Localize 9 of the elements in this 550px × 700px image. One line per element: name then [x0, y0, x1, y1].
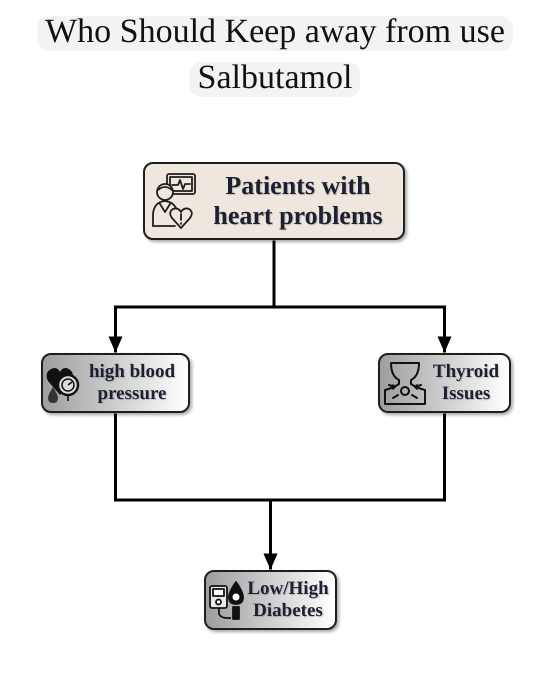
condition-box [378, 353, 511, 413]
condition-label: high blood pressure [88, 361, 176, 405]
condition-label: Patients with heart problems [212, 171, 384, 231]
arrow [272, 240, 452, 352]
condition-label: Thyroid Issues [432, 361, 500, 405]
condition-box [41, 353, 190, 413]
condition-label: Low/High Diabetes [246, 578, 330, 622]
condition-box [204, 570, 337, 630]
condition-box [143, 162, 405, 240]
